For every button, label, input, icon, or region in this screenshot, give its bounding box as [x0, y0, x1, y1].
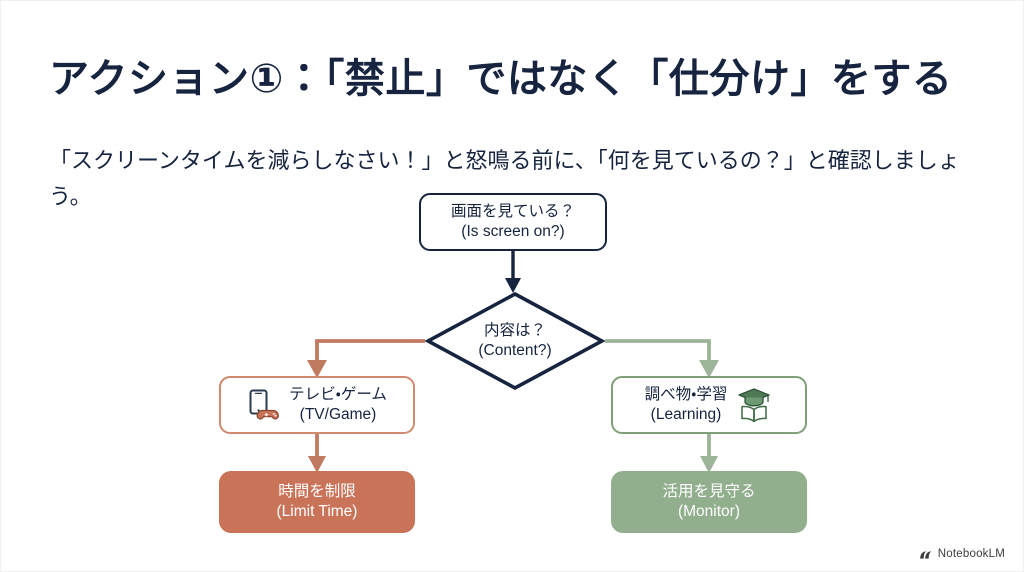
flowchart: 画面を見ている？ (Is screen on?) 内容は？ (Content?): [1, 179, 1023, 549]
connector-decision-to-tvgame: [307, 339, 425, 378]
flow-node-decision-label-ja: 内容は？: [483, 321, 546, 339]
flow-node-monitor[interactable]: 活用を見守る (Monitor): [611, 471, 807, 533]
flow-node-root[interactable]: 画面を見ている？ (Is screen on?): [419, 193, 607, 251]
flow-node-root-label-en: (Is screen on?): [461, 223, 565, 240]
flow-node-tv-game-label-en: (TV/Game): [299, 406, 377, 423]
connector-tvgame-to-limit: [308, 434, 326, 473]
connector-decision-to-learning: [605, 339, 719, 378]
flow-node-decision[interactable]: 内容は？ (Content?): [425, 291, 605, 391]
flow-node-learning-label-en: (Learning): [650, 406, 722, 423]
slide-subtitle: 「スクリーンタイムを減らしなさい！」と怒鳴る前に、「何を見ているの？」と確認しま…: [49, 148, 960, 209]
connector-root-to-decision: [505, 251, 521, 293]
flow-node-monitor-label-ja: 活用を見守る: [662, 483, 756, 501]
flow-node-root-label-ja: 画面を見ている？: [450, 203, 575, 221]
flow-node-limit-time-label-ja: 時間を制限: [278, 483, 356, 501]
flow-node-limit-time[interactable]: 時間を制限 (Limit Time): [219, 471, 415, 533]
flow-node-tv-game[interactable]: テレビ・ゲーム (TV/Game): [219, 376, 415, 434]
flow-node-learning-label-ja: 調べ物・学習: [644, 386, 728, 404]
tablet-gamepad-icon: [247, 388, 281, 422]
flow-node-decision-label-en: (Content?): [478, 342, 552, 359]
flow-node-tv-game-label-ja: テレビ・ゲーム: [289, 386, 387, 404]
flowchart-connectors: [307, 251, 719, 473]
flow-node-learning[interactable]: 調べ物・学習 (Learning): [611, 376, 807, 434]
graduation-cap-book-icon: [735, 386, 773, 424]
flow-node-limit-time-label-en: (Limit Time): [276, 503, 358, 520]
flow-node-monitor-label-en: (Monitor): [677, 503, 740, 520]
diamond-shape-icon: [425, 291, 605, 391]
notebooklm-logo-icon: [919, 549, 933, 561]
notebooklm-watermark-label: NotebookLM: [937, 548, 1005, 561]
notebooklm-watermark: NotebookLM: [919, 549, 1005, 561]
page-title: アクション①：「禁止」ではなく「仕分け」をする: [49, 56, 953, 101]
connector-learning-to-monitor: [700, 434, 718, 473]
